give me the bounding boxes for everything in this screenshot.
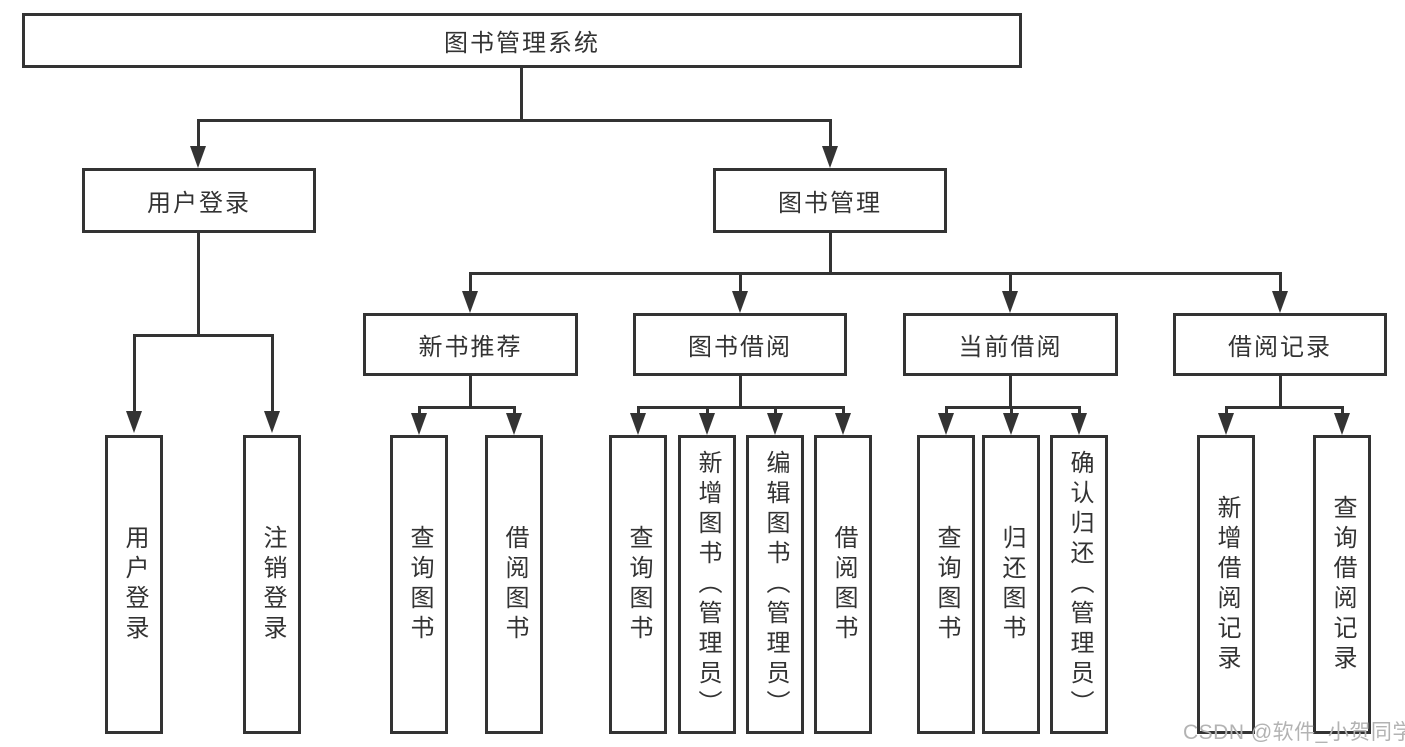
node-query-books-current-label: 查询图书 <box>933 524 960 645</box>
node-borrow-books-borrow: 借阅图书 <box>814 435 872 734</box>
node-current-borrowing-label: 当前借阅 <box>958 334 1063 361</box>
connector-line <box>469 272 1282 275</box>
node-borrow-books-borrow-label: 借阅图书 <box>830 524 857 645</box>
node-confirm-return-admin: 确认归还（管理员） <box>1050 435 1108 734</box>
connector-line <box>774 406 777 414</box>
node-root-label: 图书管理系统 <box>444 30 600 57</box>
connector-line <box>945 406 1080 409</box>
node-user-login-label: 用户登录 <box>147 190 251 217</box>
connector-line <box>739 272 742 292</box>
node-current-borrowing: 当前借阅 <box>903 313 1118 376</box>
connector-line <box>1279 375 1282 408</box>
node-confirm-return-admin-label: 确认归还（管理员） <box>1066 449 1093 720</box>
node-query-borrow-record-label: 查询借阅记录 <box>1329 494 1356 675</box>
node-add-books-admin: 新增图书（管理员） <box>678 435 736 734</box>
connector-line <box>1225 406 1228 414</box>
node-logout: 注销登录 <box>243 435 301 734</box>
connector-line <box>520 68 523 120</box>
node-query-books-current: 查询图书 <box>917 435 975 734</box>
connector-line <box>197 119 200 147</box>
node-return-books: 归还图书 <box>982 435 1040 734</box>
node-query-books-newbook: 查询图书 <box>390 435 448 734</box>
arrow-down-icon <box>822 146 838 168</box>
node-query-books-borrow-label: 查询图书 <box>625 524 652 645</box>
connector-line <box>637 406 640 414</box>
connector-line <box>1078 406 1081 414</box>
arrow-down-icon <box>1071 413 1087 435</box>
arrow-down-icon <box>1334 413 1350 435</box>
arrow-down-icon <box>699 413 715 435</box>
node-borrow-books-newbook-label: 借阅图书 <box>501 524 528 645</box>
node-borrowing-records: 借阅记录 <box>1173 313 1387 376</box>
connector-line <box>418 406 421 414</box>
node-user-login: 用户登录 <box>82 168 316 233</box>
node-book-borrowing: 图书借阅 <box>633 313 847 376</box>
connector-line <box>706 406 709 414</box>
connector-line <box>842 406 845 414</box>
connector-line <box>513 406 516 414</box>
node-book-borrowing-label: 图书借阅 <box>688 334 792 361</box>
connector-line <box>1010 406 1013 414</box>
connector-line <box>945 406 948 414</box>
arrow-down-icon <box>411 413 427 435</box>
arrow-down-icon <box>126 411 142 433</box>
node-edit-books-admin-label: 编辑图书（管理员） <box>762 449 789 720</box>
arrow-down-icon <box>462 291 478 313</box>
arrow-down-icon <box>264 411 280 433</box>
arrow-down-icon <box>1272 291 1288 313</box>
node-query-books-newbook-label: 查询图书 <box>406 524 433 645</box>
connector-line <box>133 334 136 411</box>
node-logout-label: 注销登录 <box>259 524 286 645</box>
connector-line <box>133 334 274 337</box>
node-edit-books-admin: 编辑图书（管理员） <box>746 435 804 734</box>
node-user-login-leaf: 用户登录 <box>105 435 163 734</box>
csdn-watermark: CSDN @软件_小贺同学 <box>1183 721 1405 744</box>
node-add-books-admin-label: 新增图书（管理员） <box>694 449 721 720</box>
connector-line <box>271 334 274 411</box>
node-query-books-borrow: 查询图书 <box>609 435 667 734</box>
node-book-management: 图书管理 <box>713 168 947 233</box>
node-add-borrow-record: 新增借阅记录 <box>1197 435 1255 734</box>
connector-line <box>197 119 832 122</box>
node-new-book-recommendation-label: 新书推荐 <box>418 334 523 361</box>
connector-line <box>469 375 472 408</box>
arrow-down-icon <box>1003 413 1019 435</box>
arrow-down-icon <box>938 413 954 435</box>
arrow-down-icon <box>630 413 646 435</box>
arrow-down-icon <box>190 146 206 168</box>
connector-line <box>469 272 472 292</box>
node-root: 图书管理系统 <box>22 13 1022 68</box>
connector-line <box>739 375 742 408</box>
node-return-books-label: 归还图书 <box>998 524 1025 645</box>
arrow-down-icon <box>835 413 851 435</box>
connector-line <box>637 406 844 409</box>
connector-line <box>1225 406 1343 409</box>
connector-line <box>1279 272 1282 292</box>
connector-line <box>1009 375 1012 408</box>
node-user-login-leaf-label: 用户登录 <box>121 524 148 645</box>
node-borrowing-records-label: 借阅记录 <box>1228 334 1332 361</box>
node-borrow-books-newbook: 借阅图书 <box>485 435 543 734</box>
arrow-down-icon <box>1002 291 1018 313</box>
node-book-management-label: 图书管理 <box>778 190 882 217</box>
node-new-book-recommendation: 新书推荐 <box>363 313 578 376</box>
connector-line <box>197 233 200 335</box>
arrow-down-icon <box>506 413 522 435</box>
connector-line <box>1341 406 1344 414</box>
arrow-down-icon <box>732 291 748 313</box>
connector-line <box>829 119 832 147</box>
node-query-borrow-record: 查询借阅记录 <box>1313 435 1371 734</box>
connector-line <box>418 406 515 409</box>
connector-line <box>1009 272 1012 292</box>
connector-line <box>829 233 832 274</box>
node-add-borrow-record-label: 新增借阅记录 <box>1213 494 1240 675</box>
arrow-down-icon <box>1218 413 1234 435</box>
arrow-down-icon <box>767 413 783 435</box>
